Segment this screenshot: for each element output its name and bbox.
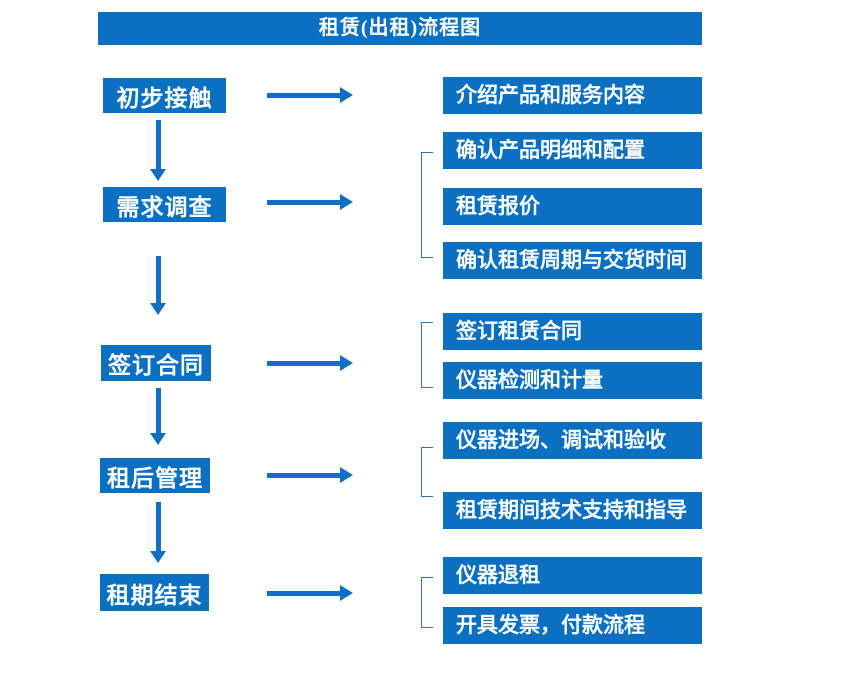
arrow-right-4 [267,467,353,483]
output-box-instrument-testing: 仪器检测和计量 [443,362,702,399]
output-box-confirm-period: 确认租赁周期与交货时间 [443,242,702,279]
arrow-right-1 [267,87,353,103]
arrow-shaft [155,120,161,170]
arrow-shaft [155,256,161,304]
output-box-invoice-payment: 开具发票，付款流程 [443,607,702,644]
bracket-post-rental-group [421,447,433,497]
arrow-down-4 [150,502,166,563]
output-box-instrument-arrival: 仪器进场、调试和验收 [443,422,702,459]
arrow-down-3 [150,388,166,445]
step-box-sign-contract: 签订合同 [101,345,211,381]
arrow-shaft [267,360,341,366]
arrow-shaft [267,92,341,98]
arrow-head-icon [150,433,166,445]
arrow-head-icon [340,355,353,371]
arrow-shaft [155,502,161,552]
arrow-down-1 [150,120,166,181]
step-box-post-rental-management: 租后管理 [100,458,210,493]
arrow-shaft [267,472,341,478]
step-box-rental-end: 租期结束 [100,574,209,611]
arrow-head-icon [150,303,166,315]
output-box-tech-support: 租赁期间技术支持和指导 [443,492,702,529]
arrow-right-2 [267,194,353,210]
arrow-head-icon [340,87,353,103]
output-box-introduce-products: 介绍产品和服务内容 [443,77,702,114]
bracket-sign-contract-group [421,322,433,388]
arrow-down-2 [150,256,166,315]
bracket-demand-survey-group [421,152,433,258]
step-box-demand-survey: 需求调查 [103,187,226,222]
arrow-head-icon [340,467,353,483]
arrow-shaft [155,388,161,434]
output-box-rental-quote: 租赁报价 [443,188,702,225]
arrow-right-3 [267,355,353,371]
output-box-sign-rental-contract: 签订租赁合同 [443,313,702,350]
output-box-confirm-details: 确认产品明细和配置 [443,132,702,169]
arrow-shaft [267,590,341,596]
arrow-right-5 [267,585,353,601]
step-box-initial-contact: 初步接触 [103,78,226,113]
arrow-head-icon [150,169,166,181]
arrow-head-icon [150,551,166,563]
arrow-head-icon [340,194,353,210]
arrow-head-icon [340,585,353,601]
bracket-rental-end-group [421,577,433,628]
output-box-instrument-return: 仪器退租 [443,557,702,594]
flowchart-title: 租赁(出租)流程图 [98,12,702,45]
arrow-shaft [267,199,341,205]
